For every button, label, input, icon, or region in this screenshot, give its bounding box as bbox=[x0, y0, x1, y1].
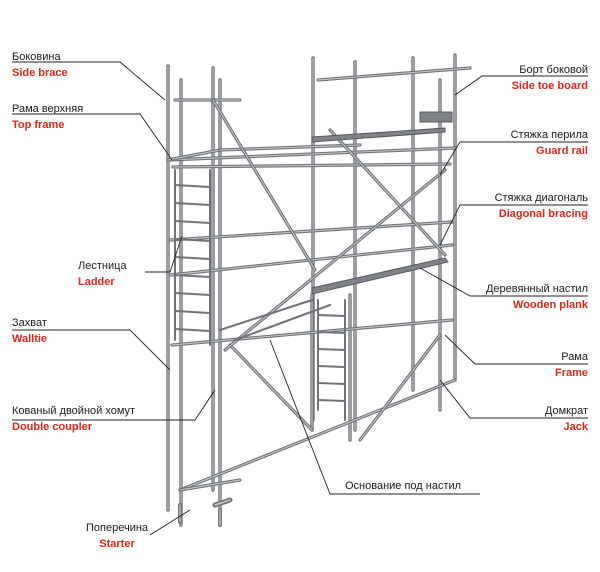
label-top-frame-en: Top frame bbox=[12, 118, 65, 131]
label-double-coupler: Кованый двойной хомут Double coupler bbox=[12, 405, 135, 433]
leader-starter bbox=[149, 509, 191, 536]
leader-top-frame bbox=[12, 113, 173, 161]
ledger-lower-highlight bbox=[171, 319, 453, 346]
jack-left-plate-highlight bbox=[214, 499, 231, 506]
label-frame-en: Frame bbox=[554, 366, 588, 379]
label-side-toe-board: Борт боковой Side toe board bbox=[512, 64, 588, 92]
ladder2-rung-2 bbox=[317, 331, 346, 334]
ladder-rung-9 bbox=[174, 328, 211, 332]
label-top-frame: Рама верхняя Top frame bbox=[12, 103, 83, 131]
leader-frame bbox=[444, 334, 588, 365]
label-wooden-plank: Деревянный настил Wooden plank bbox=[486, 283, 588, 311]
label-starter-en: Starter bbox=[99, 537, 135, 550]
label-plank-base-ru: Основание под настил bbox=[345, 480, 462, 492]
side-toe-board bbox=[419, 111, 453, 123]
ladder-rung-2 bbox=[174, 202, 211, 206]
leader-jack bbox=[439, 379, 588, 419]
leader-double-coupler bbox=[12, 389, 216, 421]
label-side-toe-board-ru: Борт боковой bbox=[519, 64, 588, 76]
label-double-coupler-en: Double coupler bbox=[12, 420, 93, 433]
ledger-top-back-highlight bbox=[167, 147, 456, 161]
ledger-top-front-highlight bbox=[172, 163, 451, 168]
leader-plank-base bbox=[269, 339, 480, 495]
label-ladder-en: Ladder bbox=[78, 275, 115, 288]
label-jack-ru: Домкрат bbox=[544, 405, 588, 417]
label-walltie-ru: Захват bbox=[12, 317, 47, 329]
label-top-frame-ru: Рама верхняя bbox=[12, 103, 84, 115]
leader-side-brace bbox=[12, 61, 166, 101]
ladder2-rung-3 bbox=[317, 348, 346, 351]
label-walltie: Захват Walltie bbox=[12, 317, 47, 345]
ladder-rung-7 bbox=[174, 292, 211, 296]
leader-ladder bbox=[145, 235, 183, 273]
leader-side-toe-board bbox=[454, 75, 588, 96]
label-wooden-plank-en: Wooden plank bbox=[513, 298, 588, 311]
plank-base-2 bbox=[234, 304, 331, 341]
ledger-mid-1-highlight bbox=[169, 221, 453, 241]
label-diagonal-bracing: Стяжка диагональ Diagonal bracing bbox=[495, 192, 588, 220]
ladder2-rung-1 bbox=[317, 314, 346, 317]
label-starter-ru: Поперечина bbox=[86, 522, 149, 534]
ladder-rung-5 bbox=[174, 256, 211, 260]
label-double-coupler-ru: Кованый двойной хомут bbox=[12, 405, 136, 417]
label-wooden-plank-ru: Деревянный настил bbox=[485, 283, 588, 295]
ladder-rung-1 bbox=[174, 184, 211, 188]
label-plank-base: Основание под настил bbox=[345, 480, 461, 493]
plank-base-1 bbox=[219, 299, 313, 331]
leader-walltie bbox=[12, 329, 171, 371]
label-walltie-en: Walltie bbox=[12, 332, 48, 345]
diagonal-brace-left-highlight bbox=[229, 344, 313, 431]
label-starter: Поперечина Starter bbox=[86, 522, 148, 550]
ladder-rung-8 bbox=[174, 310, 211, 314]
label-side-brace: Боковина Side brace bbox=[12, 51, 68, 79]
leader-diagonal-bracing bbox=[439, 204, 588, 246]
ladder-rung-6 bbox=[174, 274, 211, 278]
ledger-bottom-highlight bbox=[179, 379, 456, 491]
leader-wooden-plank bbox=[419, 267, 588, 297]
label-side-toe-board-en: Side toe board bbox=[511, 79, 588, 92]
ladder2-rung-5 bbox=[317, 382, 346, 385]
ledger-top-rail-highlight bbox=[317, 67, 471, 81]
label-diagonal-bracing-ru: Стяжка диагональ bbox=[494, 192, 588, 204]
label-jack: Домкрат Jack bbox=[545, 405, 588, 433]
diagonal-brace-mid-highlight bbox=[224, 169, 446, 351]
label-side-brace-ru: Боковина bbox=[12, 51, 61, 63]
starter-bar-highlight bbox=[179, 479, 241, 491]
label-guard-rail: Стяжка перила Guard rail bbox=[511, 129, 588, 157]
label-diagonal-bracing-en: Diagonal bracing bbox=[498, 207, 588, 220]
label-frame: Рама Frame bbox=[555, 351, 588, 379]
label-frame-ru: Рама bbox=[561, 351, 588, 363]
plank-middle bbox=[311, 257, 449, 295]
cross-brace-top-highlight bbox=[212, 99, 316, 271]
label-side-brace-en: Side brace bbox=[12, 66, 68, 79]
ladder2-rung-6 bbox=[317, 399, 346, 402]
label-ladder-ru: Лестница bbox=[78, 260, 127, 272]
leader-guard-rail bbox=[439, 141, 588, 176]
diagonal-brace-upper-highlight bbox=[329, 129, 446, 256]
ledger-mid-2-highlight bbox=[169, 244, 453, 276]
plank-top bbox=[311, 127, 446, 143]
label-guard-rail-ru: Стяжка перила bbox=[510, 129, 588, 141]
label-jack-en: Jack bbox=[563, 420, 588, 433]
ladder-rung-3 bbox=[174, 220, 211, 224]
top-frame-joint-highlight bbox=[167, 149, 221, 161]
label-guard-rail-en: Guard rail bbox=[536, 144, 588, 157]
diagonal-brace-lower-highlight bbox=[359, 334, 441, 441]
ladder2-rung-4 bbox=[317, 365, 346, 368]
label-ladder: Лестница Ladder bbox=[78, 260, 127, 288]
